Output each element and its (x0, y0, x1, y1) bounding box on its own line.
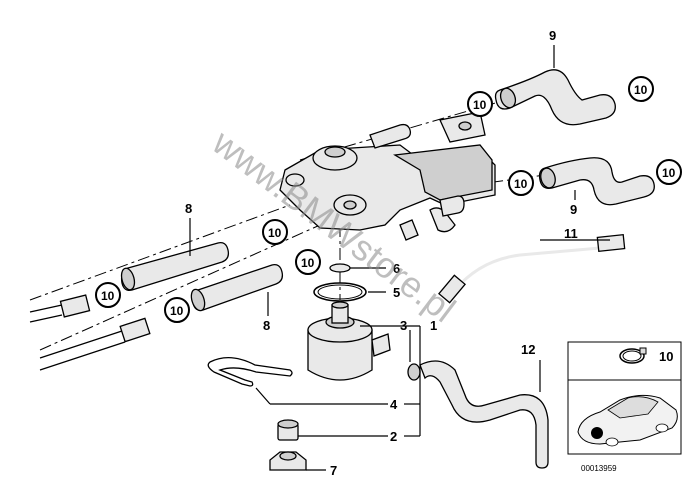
circled-labels: 10 10 10 10 10 10 10 10 (95, 76, 682, 323)
label-6: 6 (393, 261, 400, 276)
label-1: 1 (430, 318, 437, 333)
circle-label-left-b: 10 (164, 297, 190, 323)
label-9-middle: 9 (570, 202, 577, 217)
circle-label-top-right: 10 (628, 76, 654, 102)
label-4: 4 (390, 397, 398, 412)
label-8-bottom: 8 (263, 318, 270, 333)
fuel-filter-3 (307, 301, 391, 381)
label-12: 12 (521, 342, 535, 357)
circle-label-text: 10 (301, 256, 315, 270)
label-5: 5 (393, 285, 400, 300)
circle-label-text: 10 (101, 289, 115, 303)
nut-7 (269, 451, 307, 471)
hose-12 (407, 360, 549, 469)
inset-clamp-label: 10 (659, 349, 673, 364)
label-3: 3 (400, 318, 407, 333)
seal-6 (329, 263, 351, 273)
circle-label-center-a: 10 (262, 219, 288, 245)
grommet-2 (277, 419, 299, 441)
circle-label-center-b: 10 (295, 249, 321, 275)
fuel-line-upper (29, 294, 91, 323)
circle-label-text: 10 (514, 177, 528, 191)
pressure-regulator-assembly (279, 111, 496, 241)
label-7: 7 (330, 463, 337, 478)
fuel-line-lower (39, 317, 151, 371)
label-9-top: 9 (549, 28, 556, 43)
circle-label-text: 10 (473, 98, 487, 112)
circle-label-mid-right-right: 10 (656, 159, 682, 185)
hose-8-lower (190, 264, 284, 312)
clip-4 (207, 357, 293, 387)
hose-8-upper (120, 242, 230, 291)
label-11: 11 (564, 226, 578, 241)
car-icon (577, 394, 678, 447)
circle-label-text: 10 (634, 83, 648, 97)
hose-clamp-icon (619, 347, 647, 364)
o-ring-5 (313, 282, 367, 302)
fuel-line-11 (438, 233, 626, 304)
circle-label-text: 10 (268, 226, 282, 240)
part-number-labels: 9 9 11 8 8 12 6 5 3 1 4 2 7 (185, 28, 578, 478)
leader-lines (189, 45, 610, 471)
circle-label-text: 10 (662, 166, 676, 180)
diagram-number: 00013959 (581, 464, 617, 473)
hose-9-middle (538, 157, 655, 206)
circle-label-text: 10 (170, 304, 184, 318)
hose-9-top (494, 69, 616, 126)
inset-panel: 10 00013959 (567, 341, 682, 473)
circle-label-mid-right-left: 10 (508, 170, 534, 196)
label-2: 2 (390, 429, 397, 444)
circle-label-left-a: 10 (95, 282, 121, 308)
circle-label-top-left: 10 (467, 91, 493, 117)
label-8-top: 8 (185, 201, 192, 216)
